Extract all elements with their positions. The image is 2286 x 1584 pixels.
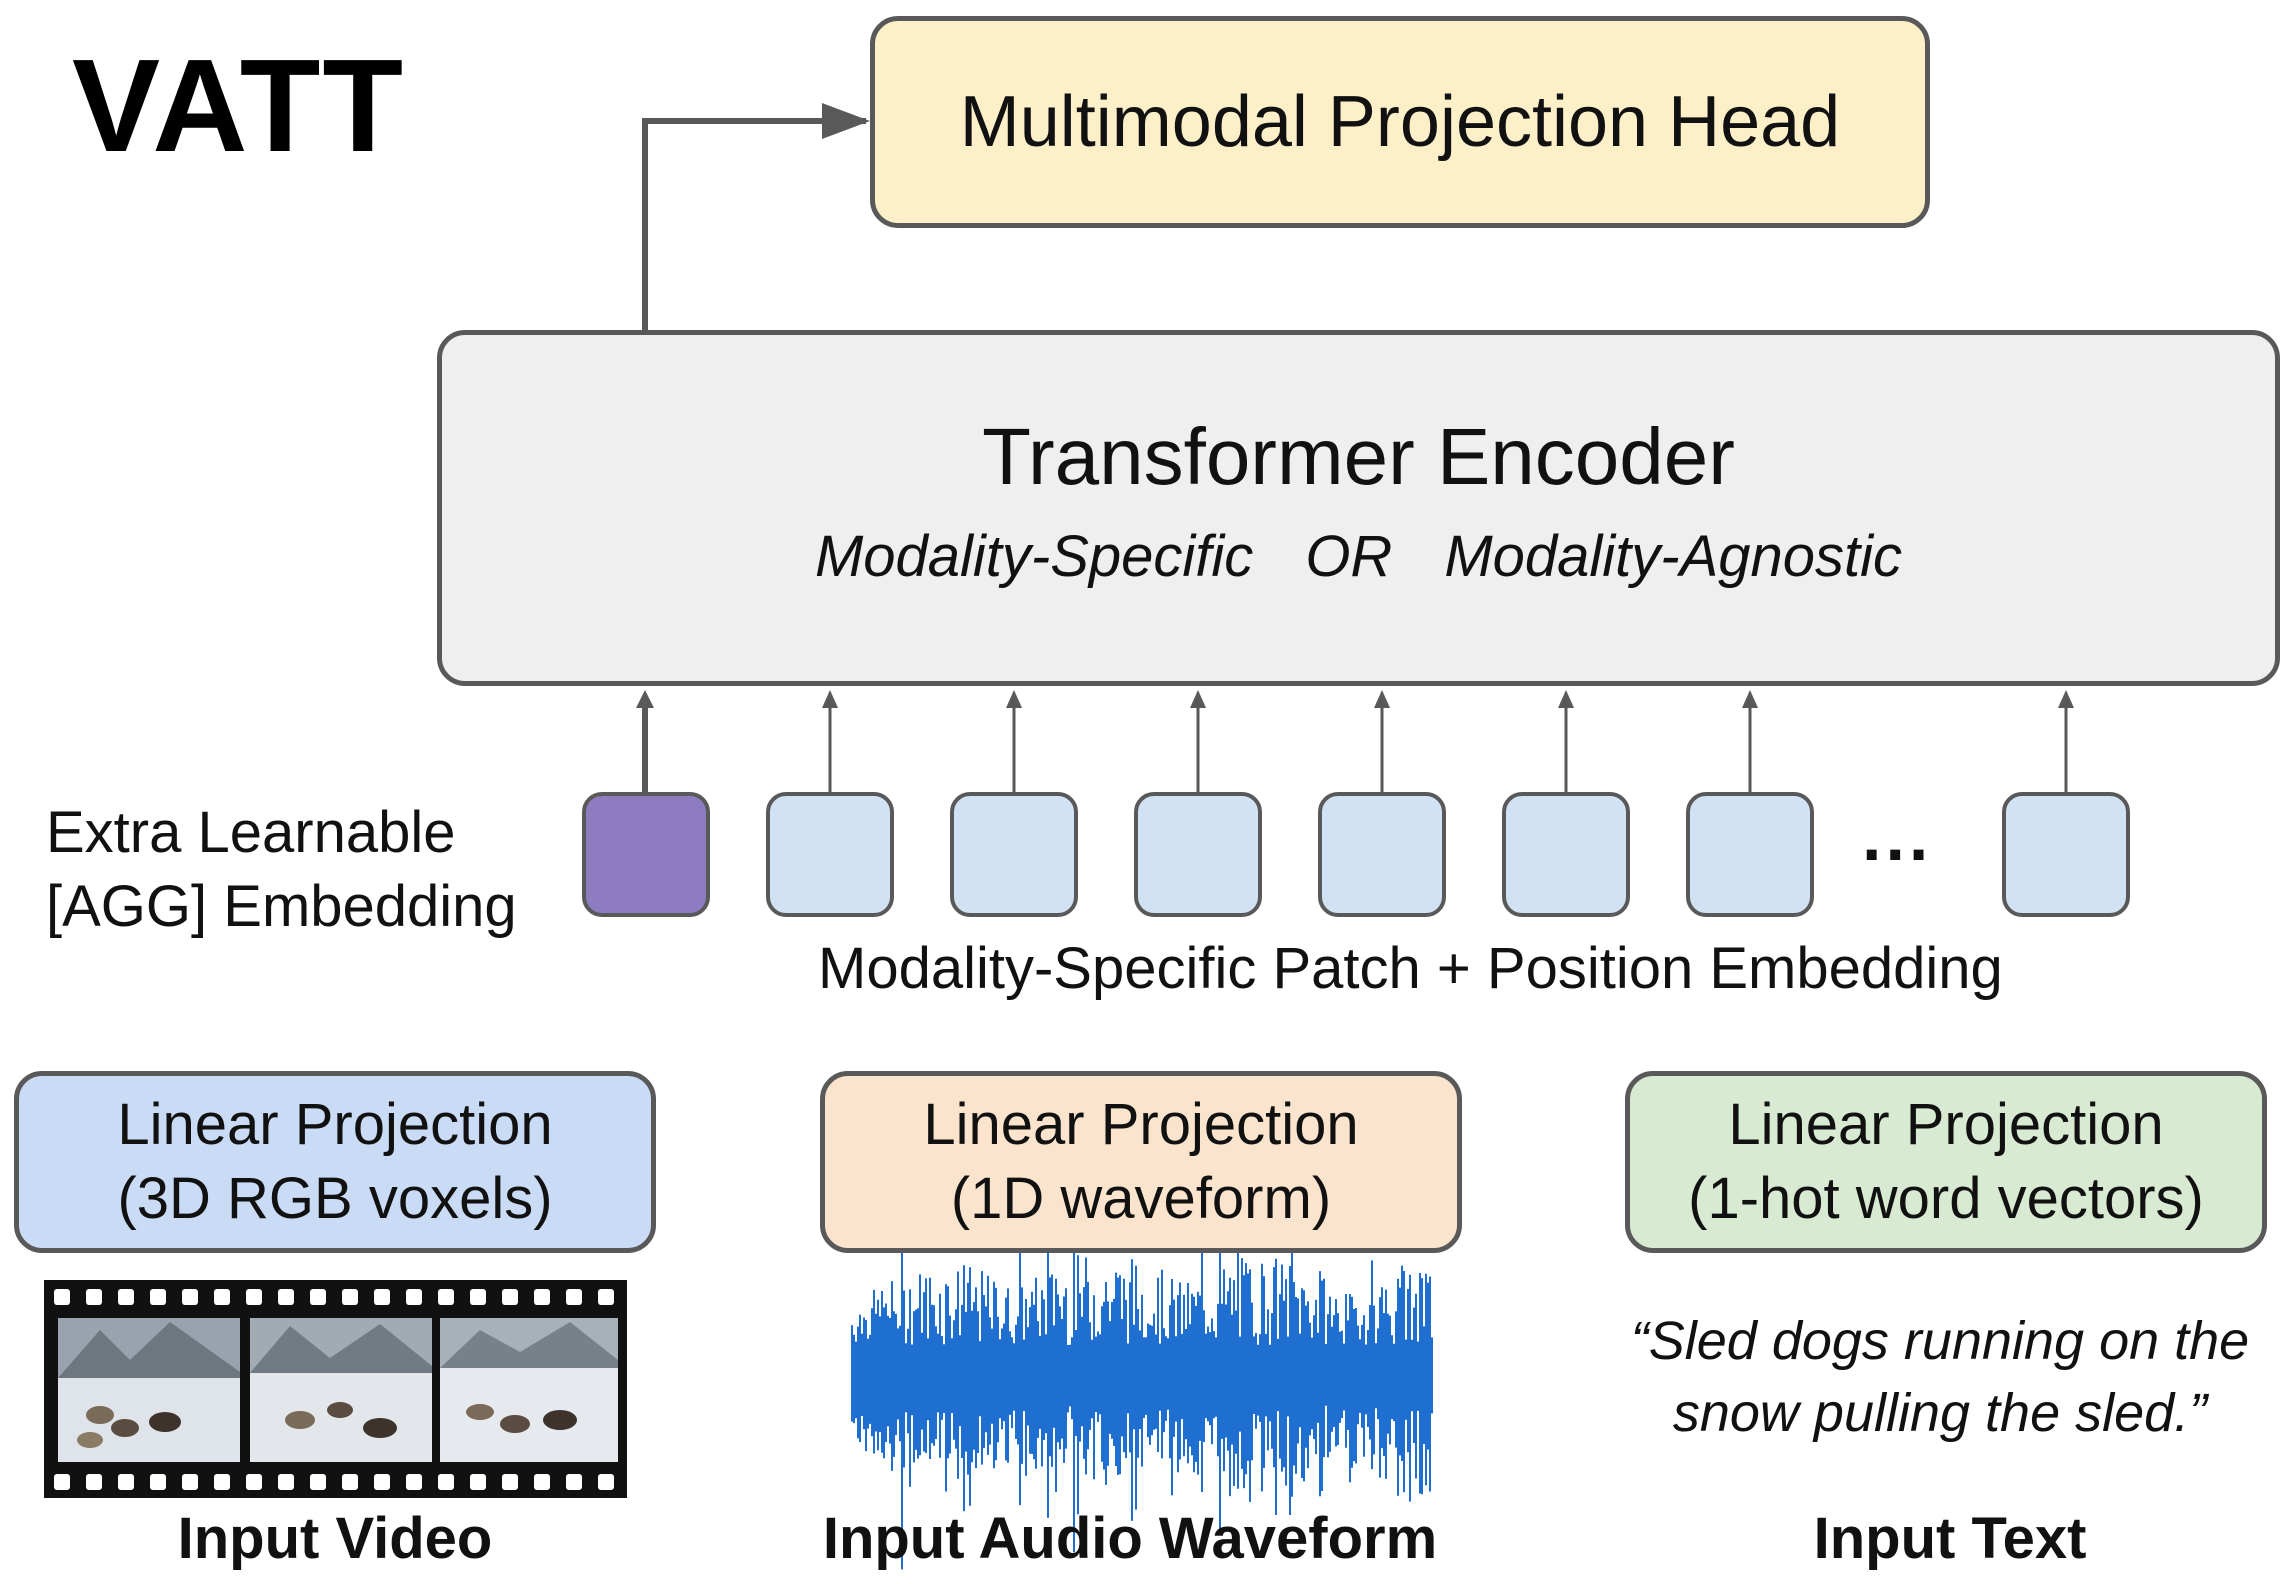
sprocket-hole <box>246 1474 262 1490</box>
sprocket-hole <box>278 1289 294 1305</box>
linear-projection-audio: Linear Projection (1D waveform) <box>820 1071 1462 1253</box>
input-text-quote: “Sled dogs running on the snow pulling t… <box>1630 1311 2250 1443</box>
sprocket-hole <box>342 1474 358 1490</box>
sprocket-hole <box>438 1289 454 1305</box>
sprocket-hole <box>150 1289 166 1305</box>
sprocket-hole <box>502 1289 518 1305</box>
sprocket-hole <box>310 1289 326 1305</box>
patch-token <box>1318 792 1446 917</box>
patch-token <box>1502 792 1630 917</box>
sprocket-hole <box>278 1474 294 1490</box>
sprocket-hole <box>118 1289 134 1305</box>
sprocket-hole <box>406 1289 422 1305</box>
sprocket-hole <box>598 1289 614 1305</box>
input-audio-label: Input Audio Waveform <box>822 1506 1438 1571</box>
token-arrows <box>636 690 2074 792</box>
multimodal-projection-head: Multimodal Projection Head <box>870 16 1930 228</box>
sprocket-hole <box>566 1474 582 1490</box>
sprocket-hole <box>374 1289 390 1305</box>
encoder-option-specific: Modality-Specific <box>814 523 1254 589</box>
sprocket-hole <box>182 1289 198 1305</box>
sprocket-hole <box>54 1289 70 1305</box>
input-video-filmstrip <box>44 1280 627 1498</box>
sprocket-hole <box>470 1474 486 1490</box>
video-frame <box>250 1318 432 1462</box>
sprocket-hole <box>598 1474 614 1490</box>
sprocket-hole <box>502 1474 518 1490</box>
transformer-encoder: Transformer Encoder Modality-Specific OR… <box>437 330 2280 686</box>
linear-projection-text: Linear Projection (1-hot word vectors) <box>1625 1071 2267 1253</box>
patch-token <box>950 792 1078 917</box>
agg-embedding-label: Extra Learnable [AGG] Embedding <box>46 800 517 939</box>
sprocket-hole <box>86 1474 102 1490</box>
waveform-trace <box>851 1212 1433 1570</box>
sprocket-hole <box>214 1474 230 1490</box>
input-audio-waveform <box>851 1212 1433 1570</box>
sprocket-hole <box>534 1289 550 1305</box>
agg-token <box>582 792 710 917</box>
sprocket-hole <box>374 1474 390 1490</box>
sprocket-hole <box>54 1474 70 1490</box>
sprocket-hole <box>438 1474 454 1490</box>
diagram-title: VATT <box>72 32 406 179</box>
patch-token <box>766 792 894 917</box>
patch-token <box>2002 792 2130 917</box>
encoder-to-head-arrow <box>642 103 870 330</box>
video-frame <box>440 1318 618 1462</box>
patch-embedding-label: Modality-Specific Patch + Position Embed… <box>818 936 2003 1001</box>
sprocket-hole <box>118 1474 134 1490</box>
sprocket-hole <box>534 1474 550 1490</box>
video-frame <box>58 1318 240 1462</box>
encoder-subtitle: Modality-Specific OR Modality-Agnostic <box>815 523 1902 590</box>
sprocket-hole <box>566 1289 582 1305</box>
sprocket-hole <box>214 1289 230 1305</box>
encoder-title: Transformer Encoder <box>982 411 1735 501</box>
sprocket-hole <box>310 1474 326 1490</box>
sprocket-hole <box>182 1474 198 1490</box>
sprocket-hole <box>150 1474 166 1490</box>
encoder-or: OR <box>1305 523 1393 589</box>
sprocket-hole <box>342 1289 358 1305</box>
patch-token <box>1686 792 1814 917</box>
linear-projection-video: Linear Projection (3D RGB voxels) <box>14 1071 656 1253</box>
input-text-label: Input Text <box>1813 1506 2087 1571</box>
projection-head-label: Multimodal Projection Head <box>959 82 1841 162</box>
patch-token <box>1134 792 1262 917</box>
encoder-option-agnostic: Modality-Agnostic <box>1444 523 1903 589</box>
sprocket-hole <box>470 1289 486 1305</box>
token-ellipsis: ... <box>1862 797 1933 875</box>
input-video-label: Input Video <box>177 1506 493 1571</box>
sprocket-hole <box>246 1289 262 1305</box>
sprocket-hole <box>406 1474 422 1490</box>
sprocket-hole <box>86 1289 102 1305</box>
